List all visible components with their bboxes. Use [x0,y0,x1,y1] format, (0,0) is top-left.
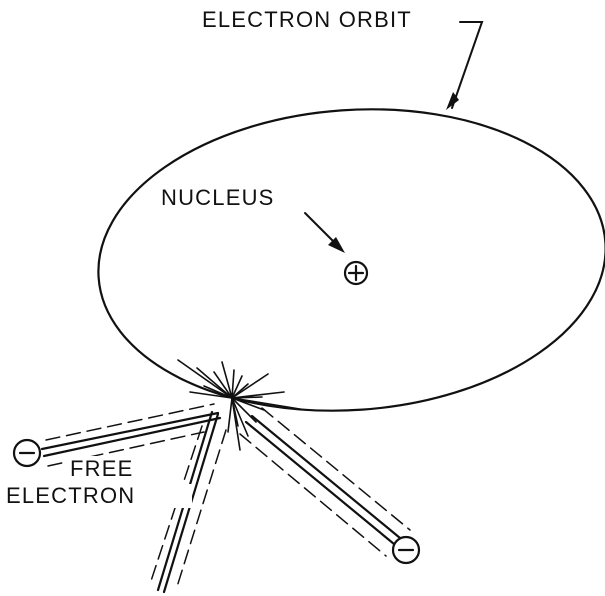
outgoing-electron-track [240,408,410,556]
nucleus-label: NUCLEUS [161,185,275,210]
electron-orbit [88,93,605,428]
orbit-label: ELECTRON ORBIT [202,7,412,32]
outgoing-electron-minus-icon [393,537,419,563]
free-electron-minus-icon [14,440,40,466]
nucleus-leader-arrow [305,213,345,253]
free-electron-label-line1: FREE [70,456,133,481]
nucleus-plus-icon [345,262,367,284]
orbit-leader-arrow [446,22,482,110]
free-electron-label-line2: ELECTRON [6,483,135,508]
